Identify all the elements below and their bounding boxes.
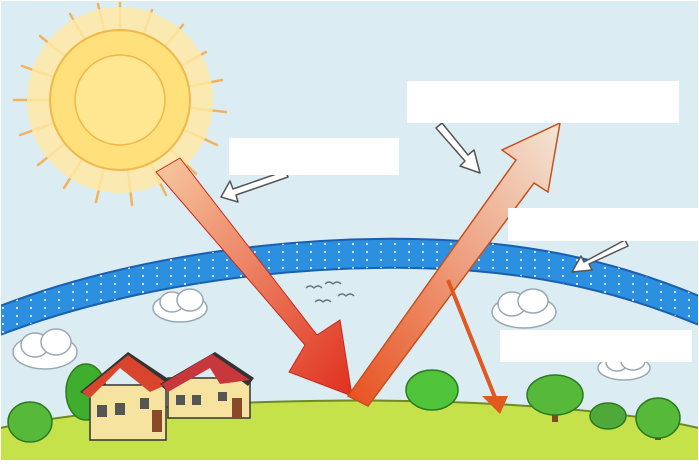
tree-icon [406,370,458,410]
label-box-reflected-radiation[interactable] [407,81,679,123]
label-box-incoming-sunlight[interactable] [229,138,399,175]
label-box-atmosphere[interactable] [508,208,699,241]
tree-icon [8,402,52,442]
tree-icon [590,403,626,429]
label-box-absorbed-heat[interactable] [500,330,692,362]
